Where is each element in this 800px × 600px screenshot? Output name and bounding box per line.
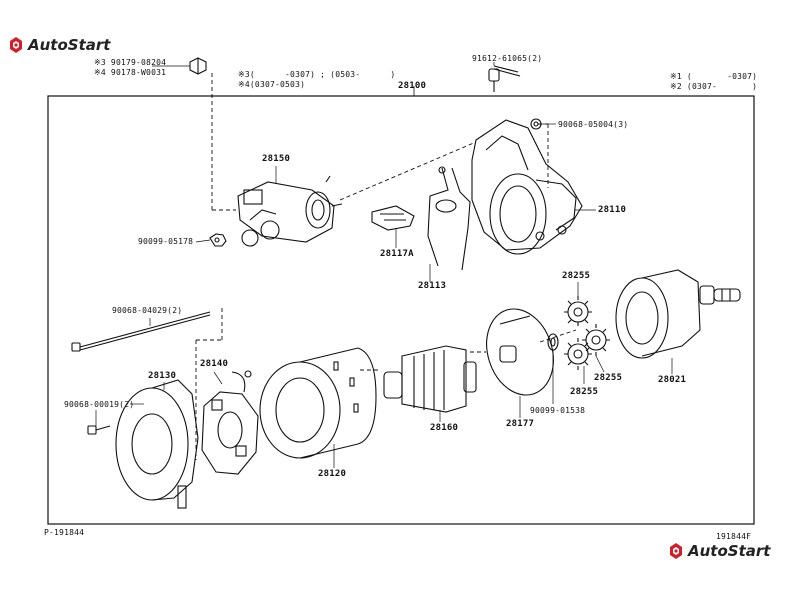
nut-icon (209, 233, 227, 247)
part-label-28021: 28021 (658, 375, 687, 385)
brush-holder-icon (201, 370, 259, 475)
part-label-90099-05178: 90099-05178 (138, 237, 194, 246)
brand-mark-icon (670, 543, 682, 559)
part-label-90068-04029: 90068-04029(2) (112, 306, 183, 315)
yoke-icon (259, 347, 377, 459)
diagram-frame (47, 95, 755, 525)
part-label-28100: 28100 (398, 81, 427, 91)
through-bolt-icon (71, 311, 211, 352)
housing-icon (471, 119, 583, 255)
lever-icon (371, 205, 415, 231)
note-left-1: ※3 90179-08204 (94, 58, 167, 67)
long-bolt-icon (488, 65, 521, 92)
brand-logo-bottom: AutoStart (668, 542, 770, 560)
gear-icon (582, 324, 610, 356)
footer-right-code: 191844F (716, 532, 752, 541)
part-label-28113: 28113 (418, 281, 447, 291)
part-label-28130: 28130 (148, 371, 177, 381)
part-label-28255-bottom: 28255 (570, 387, 599, 397)
armature-icon (383, 345, 477, 413)
part-label-90068-05004: 90068-05004(3) (558, 120, 629, 129)
end-cover-icon (115, 379, 199, 509)
part-label-28150: 28150 (262, 154, 291, 164)
footer-left-code: P-191844 (44, 528, 85, 537)
plate-icon (486, 308, 554, 396)
part-label-28140: 28140 (200, 359, 229, 369)
part-label-28110: 28110 (598, 205, 627, 215)
part-label-28117A: 28117A (380, 249, 414, 259)
screw-icon (87, 425, 111, 435)
part-label-28255-right: 28255 (594, 373, 623, 383)
part-label-90068-00019: 90068-00019(2) (64, 400, 135, 409)
leader-lines (95, 62, 673, 468)
brand-name: AutoStart (688, 542, 771, 560)
brand-name: AutoStart (28, 36, 111, 54)
gear-icon (564, 296, 592, 326)
top-bolt-label: 91612-61065(2) (472, 54, 543, 63)
bolt-icon (189, 57, 207, 75)
solenoid-icon (237, 175, 343, 247)
part-label-90099-01538: 90099-01538 (530, 406, 586, 415)
part-label-28160: 28160 (430, 423, 459, 433)
part-label-28120: 28120 (318, 469, 347, 479)
guide-lines (195, 73, 577, 460)
gear-housing-icon (615, 269, 741, 359)
note-center-2: ※4(0307-0503) (238, 80, 306, 89)
gear-icon (564, 338, 592, 370)
part-label-28255-top: 28255 (562, 271, 591, 281)
washer-icon (547, 333, 559, 351)
note-center-1: ※3( -0307) ; (0503- ) (238, 70, 396, 79)
note-right-1: ※1 ( -0307) (670, 72, 758, 81)
shift-fork-icon (427, 166, 471, 271)
note-left-2: ※4 90178-W0031 (94, 68, 167, 77)
brand-logo-top: AutoStart (8, 36, 110, 54)
brand-mark-icon (10, 37, 22, 53)
part-label-28177: 28177 (506, 419, 535, 429)
note-right-2: ※2 (0307- ) (670, 82, 758, 91)
